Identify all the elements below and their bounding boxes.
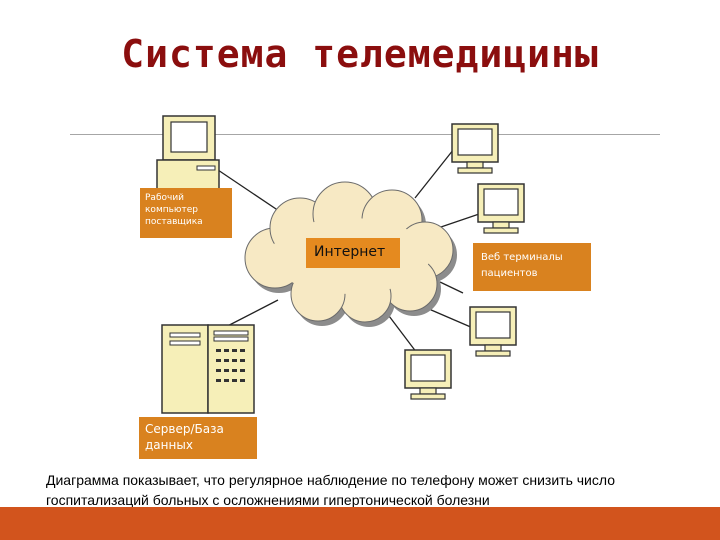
provider-workstation-label: Рабочий компьютер поставщика <box>140 188 232 238</box>
computer-icon <box>152 115 224 201</box>
caption-text: Диаграмма показывает, что регулярное наб… <box>46 472 615 508</box>
link-provider <box>217 169 286 216</box>
computer-icon <box>404 349 452 400</box>
patient-terminals-label: Веб терминалы пациентов <box>473 243 591 291</box>
internet-label: Интернет <box>306 238 400 268</box>
footer-bar <box>0 507 720 540</box>
link-terminal-3 <box>439 281 464 294</box>
slide-title: Система телемедицины <box>121 32 599 76</box>
server-icon <box>161 324 255 414</box>
computer-icon <box>477 183 525 234</box>
computer-icon <box>451 123 499 174</box>
computer-icon <box>469 306 517 357</box>
divider-line <box>70 134 660 135</box>
server-database-label: Сервер/База данных <box>139 417 257 459</box>
link-terminal-2 <box>437 211 486 229</box>
